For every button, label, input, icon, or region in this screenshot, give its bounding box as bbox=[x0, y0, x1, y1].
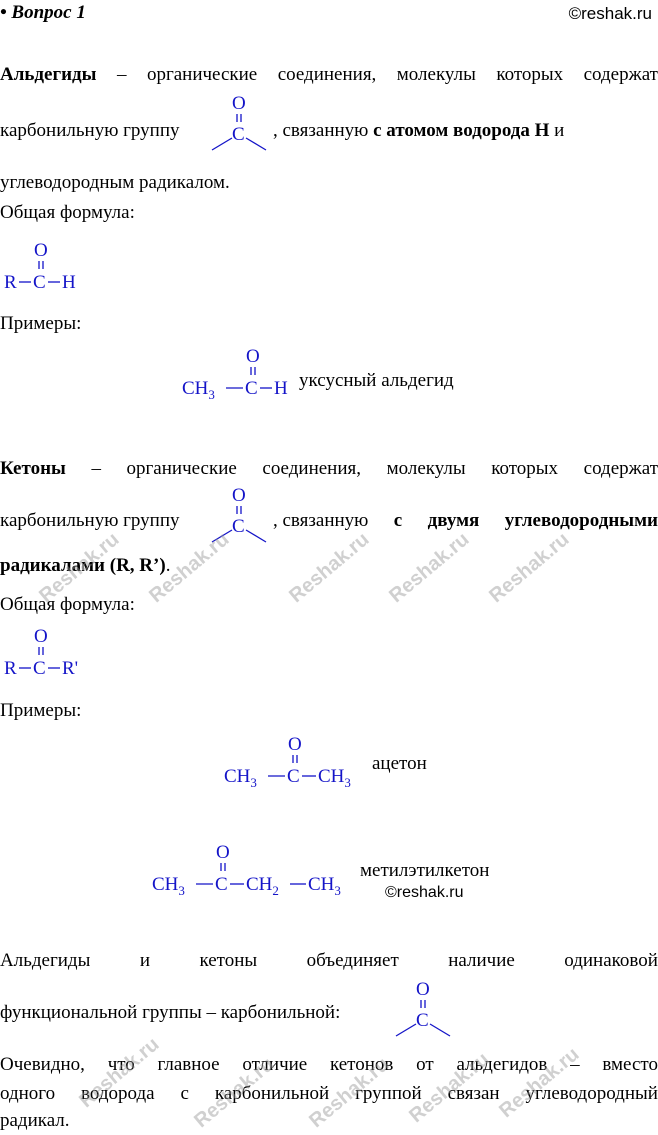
svg-text:O: O bbox=[34, 626, 48, 647]
conclusion-line5: радикал. bbox=[0, 1110, 70, 1131]
aldehyde-general-formula: O R C H bbox=[4, 240, 76, 293]
question-title: • Вопрос 1 bbox=[0, 2, 86, 23]
acetone-formula: O CH3 C CH3 bbox=[224, 734, 351, 790]
acetaldehyde-formula: O CH3 C H bbox=[182, 346, 288, 402]
svg-text:O: O bbox=[232, 485, 246, 506]
ketone-general-formula: O R C R' bbox=[4, 626, 78, 679]
methyl-ethyl-ketone-formula: O CH3 C CH2 CH3 bbox=[152, 842, 341, 898]
acetone-name: ацетон bbox=[372, 753, 427, 774]
aldehydes-line2-after: , связанную с атомом водорода Н и bbox=[273, 120, 565, 141]
carbonyl-group-formula-2: O C bbox=[211, 485, 267, 543]
svg-text:O: O bbox=[246, 346, 260, 367]
aldehydes-general-label: Общая формула: bbox=[0, 202, 135, 223]
svg-text:R: R bbox=[4, 658, 17, 679]
acetaldehyde-name: уксусный альдегид bbox=[299, 370, 454, 391]
ketones-line2-after: , связанную с двумя углеводородными bbox=[273, 510, 658, 531]
aldehydes-line2-before: карбонильную группу bbox=[0, 120, 180, 141]
svg-text:O: O bbox=[216, 842, 230, 863]
svg-text:H: H bbox=[274, 378, 288, 399]
watermark: Reshak.ru bbox=[485, 528, 574, 608]
svg-text:C: C bbox=[33, 658, 46, 679]
svg-text:R: R bbox=[4, 272, 17, 293]
copyright: ©reshak.ru bbox=[568, 4, 652, 23]
copyright-2: ©reshak.ru bbox=[385, 884, 464, 901]
ketones-line2-before: карбонильную группу bbox=[0, 510, 180, 531]
svg-text:C: C bbox=[232, 516, 245, 537]
svg-text:O: O bbox=[288, 734, 302, 755]
watermark: Reshak.ru bbox=[285, 528, 374, 608]
svg-text:CH2: CH2 bbox=[246, 874, 279, 898]
svg-text:CH3: CH3 bbox=[152, 874, 185, 898]
svg-text:C: C bbox=[245, 378, 258, 399]
methyl-ethyl-ketone-name: метилэтилкетон bbox=[360, 860, 490, 881]
aldehydes-line3: углеводородным радикалом. bbox=[0, 172, 230, 193]
ketones-line1: Кетоны – органические соединения, молеку… bbox=[0, 458, 658, 479]
ketones-term: Кетоны bbox=[0, 458, 66, 479]
svg-text:O: O bbox=[232, 93, 246, 114]
svg-text:O: O bbox=[34, 240, 48, 261]
svg-text:C: C bbox=[287, 766, 300, 787]
ketones-examples-label: Примеры: bbox=[0, 700, 82, 721]
conclusion-line4: одного водорода с карбонильной группой с… bbox=[0, 1083, 658, 1104]
svg-text:C: C bbox=[232, 124, 245, 145]
aldehydes-term: Альдегиды bbox=[0, 64, 97, 85]
svg-text:CH3: CH3 bbox=[182, 378, 215, 402]
ketones-general-label: Общая формула: bbox=[0, 594, 135, 615]
svg-text:CH3: CH3 bbox=[318, 766, 351, 790]
svg-text:O: O bbox=[416, 979, 430, 1000]
conclusion-line2: функциональной группы – карбонильной: bbox=[0, 1002, 341, 1023]
svg-text:C: C bbox=[33, 272, 46, 293]
svg-text:C: C bbox=[416, 1010, 429, 1031]
carbonyl-group-formula-3: O C bbox=[395, 979, 451, 1037]
ketones-line3: радикалами (R, R’). bbox=[0, 555, 171, 576]
svg-text:H: H bbox=[62, 272, 76, 293]
aldehydes-examples-label: Примеры: bbox=[0, 313, 82, 334]
conclusion-line3: Очевидно, что главное отличие кетонов от… bbox=[0, 1054, 658, 1075]
conclusion-line1: Альдегиды и кетоны объединяет наличие од… bbox=[0, 950, 658, 971]
svg-text:CH3: CH3 bbox=[308, 874, 341, 898]
svg-text:R': R' bbox=[62, 658, 78, 679]
carbonyl-group-formula-1: O C bbox=[211, 93, 267, 151]
svg-text:CH3: CH3 bbox=[224, 766, 257, 790]
aldehydes-line1: Альдегиды – органические соединения, мол… bbox=[0, 64, 658, 85]
watermark: Reshak.ru bbox=[385, 528, 474, 608]
svg-text:C: C bbox=[215, 874, 228, 895]
